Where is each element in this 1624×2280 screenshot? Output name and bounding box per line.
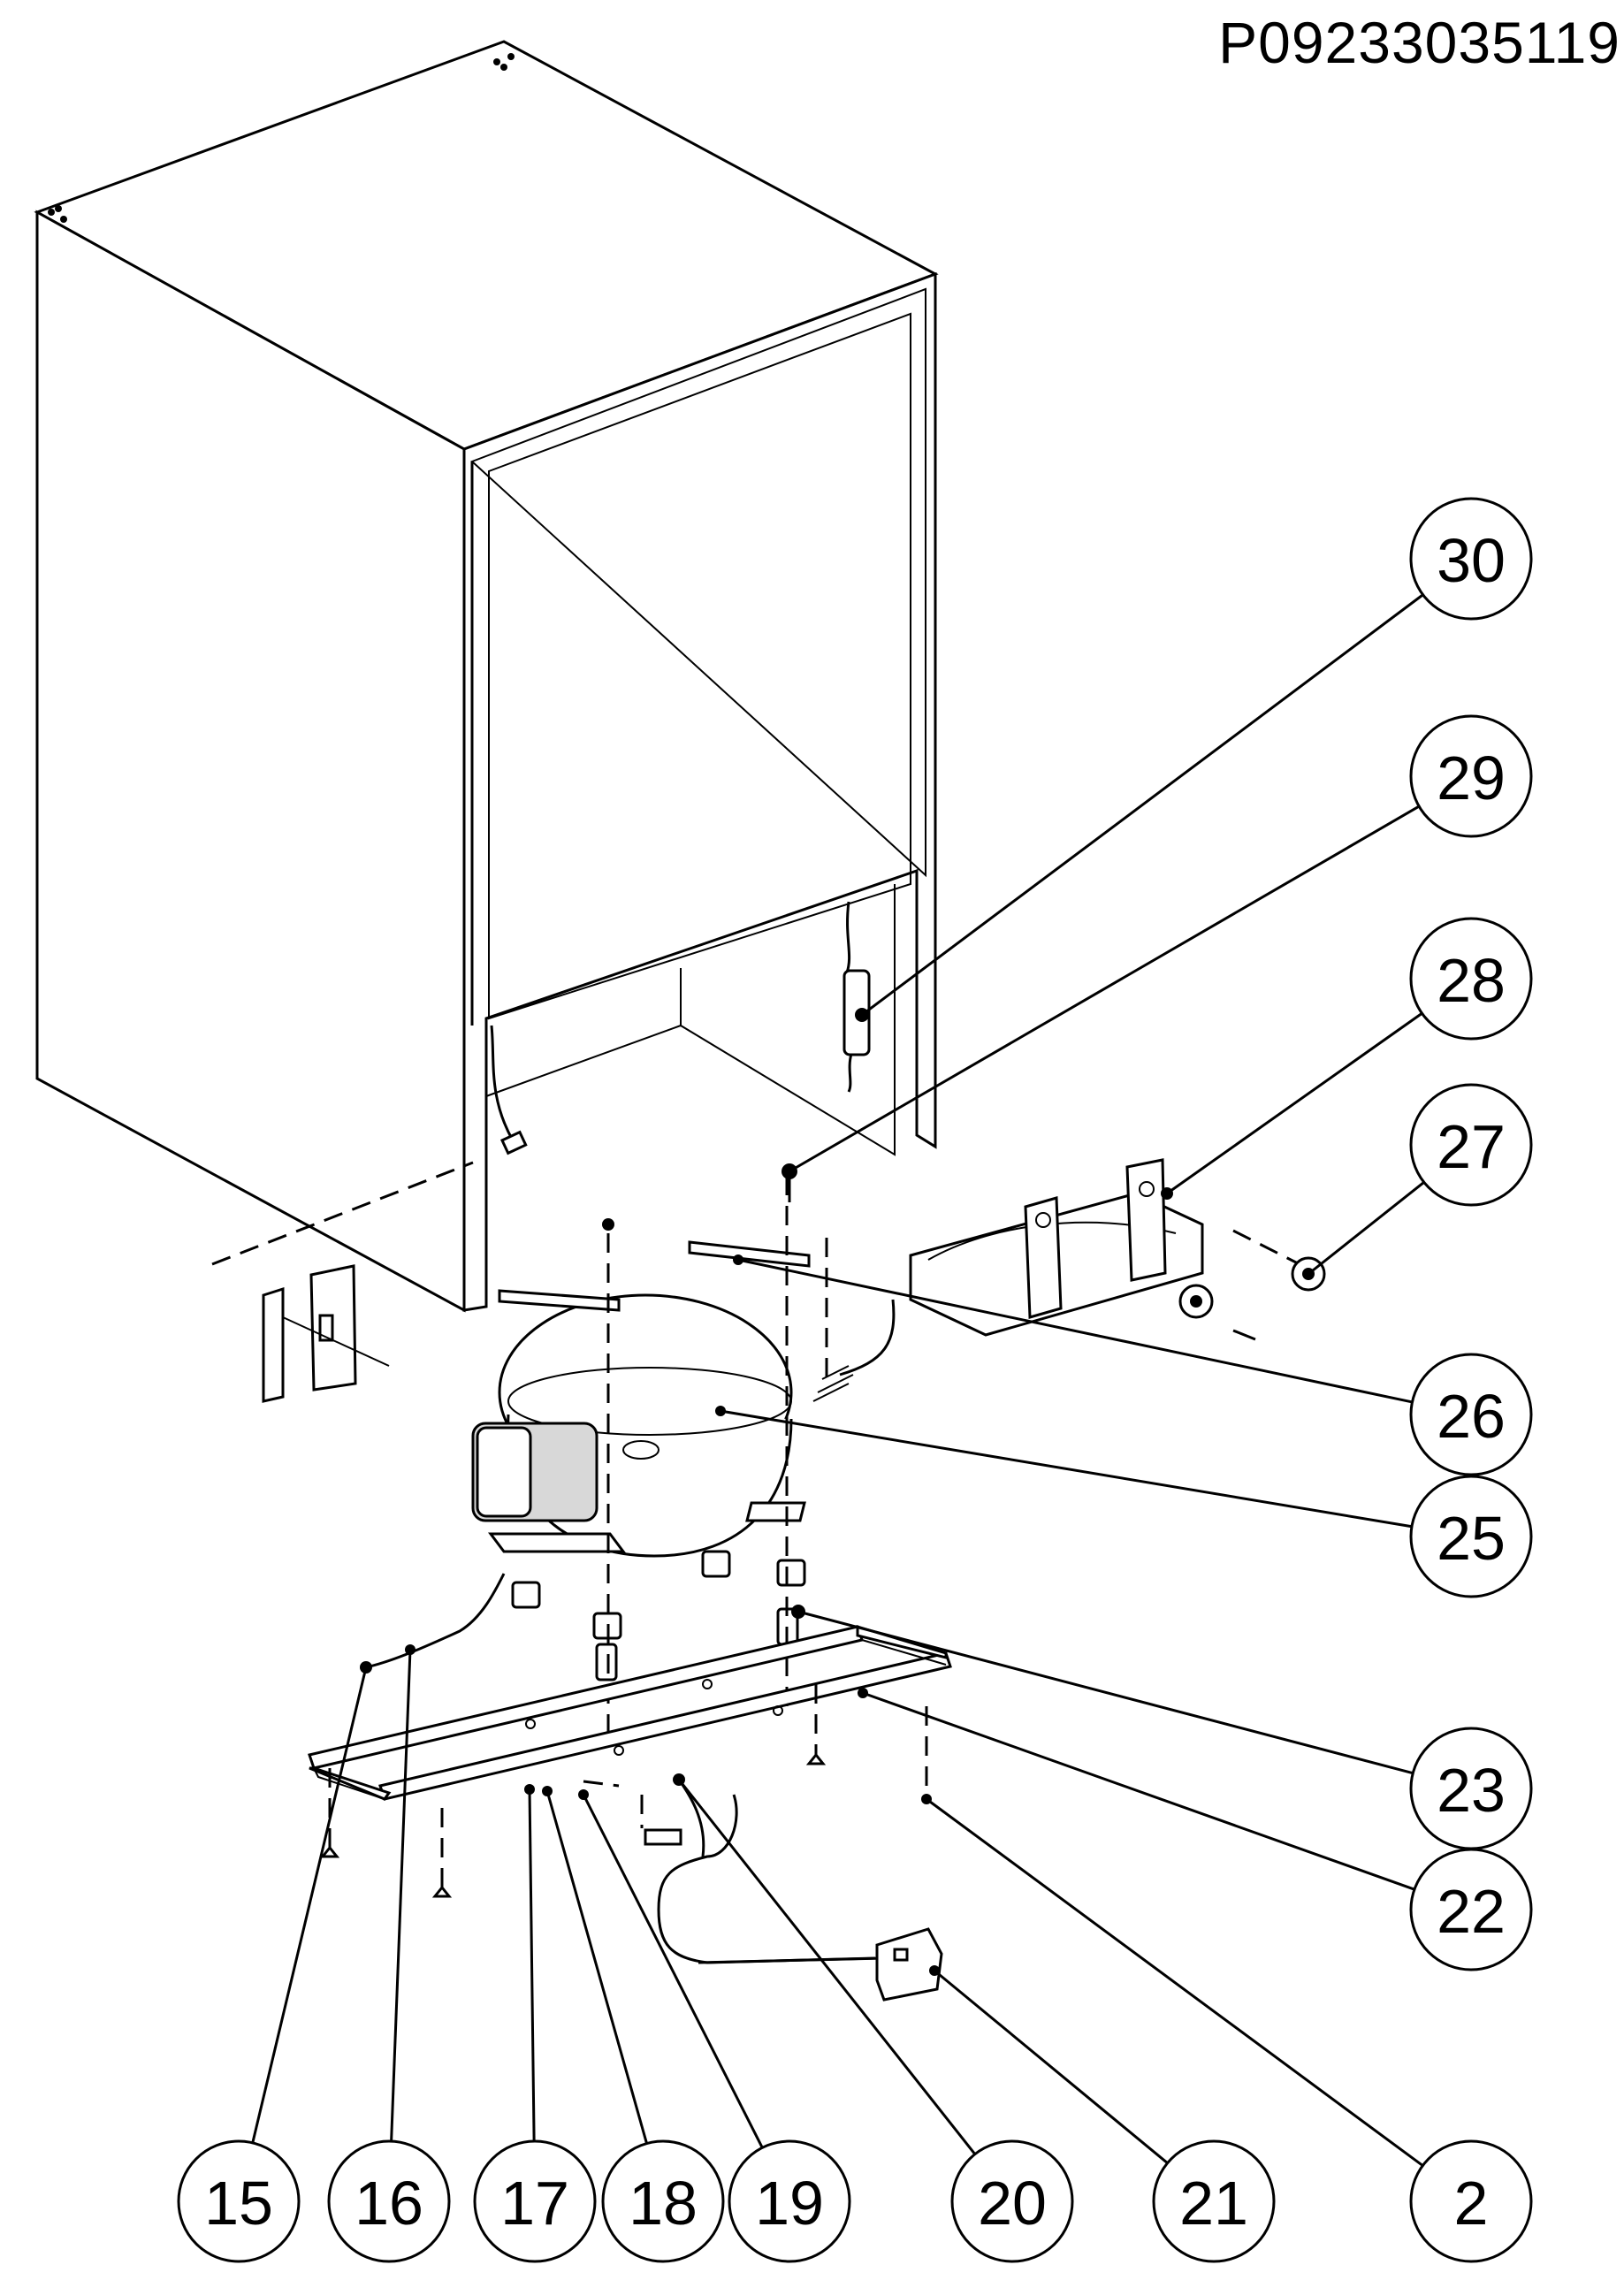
compressor-niche (680, 884, 896, 1156)
callout-circle (1152, 2139, 1276, 2263)
callout-label: 28 (1437, 946, 1506, 1015)
callout-label: 25 (1437, 1504, 1506, 1573)
callout-19: 19 (582, 1794, 851, 2263)
callout-circle (601, 2139, 725, 2263)
callout-circle (177, 2139, 301, 2263)
cabinet (34, 40, 939, 1313)
callout-label: 22 (1437, 1877, 1506, 1946)
mains-plug (875, 1927, 943, 2002)
callout-25: 25 (720, 1409, 1533, 1598)
callout-label: 15 (204, 2169, 273, 2238)
leader-line (1166, 1012, 1423, 1195)
leader-line (251, 1666, 368, 2144)
leader-line (390, 1649, 412, 2142)
callout-circle (1409, 2139, 1533, 2263)
callout-circle (1409, 497, 1533, 621)
callout-circle (1409, 1083, 1533, 1207)
callout-15: 15 (177, 1666, 368, 2263)
callout-20: 20 (677, 1779, 1074, 2263)
earth-wire (360, 1573, 506, 1674)
compressor (471, 1163, 896, 1733)
cabinet-front (462, 271, 937, 1312)
leader-line (934, 1969, 1169, 2164)
callout-label: 29 (1437, 743, 1506, 812)
callout-label: 27 (1437, 1112, 1506, 1181)
leader-line (862, 1691, 1415, 1891)
callout-label: 18 (629, 2169, 698, 2238)
callout-2: 2 (926, 1797, 1533, 2263)
document-code: P09233035119 (1218, 10, 1620, 75)
leader-line (720, 1409, 1413, 1529)
wire-harness (490, 1025, 515, 1141)
power-cord (640, 1773, 943, 2002)
callout-layer: 30 29 28 27 26 25 23 22 15 16 17 18 19 20 21 2 (177, 497, 1533, 2263)
drip-tray (909, 1158, 1326, 1341)
callout-circle (473, 2139, 597, 2263)
callout-21: 21 (934, 1969, 1276, 2263)
callout-22: 22 (862, 1691, 1533, 1971)
cabinet-door-panel (488, 312, 911, 1020)
callout-circle (1409, 1353, 1533, 1476)
callout-label: 20 (978, 2169, 1047, 2238)
callout-circle (1409, 1475, 1533, 1598)
leader-line (528, 1788, 536, 2142)
callout-30: 30 (861, 497, 1533, 1017)
callout-circle (1409, 1848, 1533, 1971)
callout-label: 19 (755, 2169, 824, 2238)
leader-line (1308, 1181, 1425, 1276)
callout-label: 17 (500, 2169, 569, 2238)
leader-line (789, 804, 1420, 1173)
callout-label: 2 (1454, 2169, 1489, 2238)
leader-line (737, 1258, 1413, 1404)
callout-label: 26 (1437, 1382, 1506, 1451)
callout-label: 21 (1179, 2169, 1248, 2238)
callout-18: 18 (545, 1790, 725, 2263)
callout-label: 16 (355, 2169, 423, 2238)
cabinet-door-frame (470, 287, 926, 878)
callout-circle (728, 2139, 851, 2263)
callout-26: 26 (737, 1258, 1533, 1476)
callout-29: 29 (789, 714, 1533, 1173)
leader-line (582, 1794, 764, 2149)
callout-circle (1409, 714, 1533, 838)
callout-label: 23 (1437, 1756, 1506, 1825)
callout-16: 16 (327, 1649, 451, 2263)
leader-line (677, 1779, 977, 2155)
leader-line (797, 1610, 1414, 1775)
callout-17: 17 (473, 1788, 597, 2263)
callout-circle (327, 2139, 451, 2263)
leader-line (926, 1797, 1424, 2167)
leader-line (861, 593, 1424, 1017)
hinge-parts (262, 1264, 390, 1403)
callout-circle (1409, 917, 1533, 1041)
callout-label: 30 (1437, 526, 1506, 595)
callout-28: 28 (1166, 917, 1533, 1195)
callout-circle (950, 2139, 1074, 2263)
leader-line (545, 1790, 648, 2144)
callout-27: 27 (1308, 1083, 1533, 1276)
